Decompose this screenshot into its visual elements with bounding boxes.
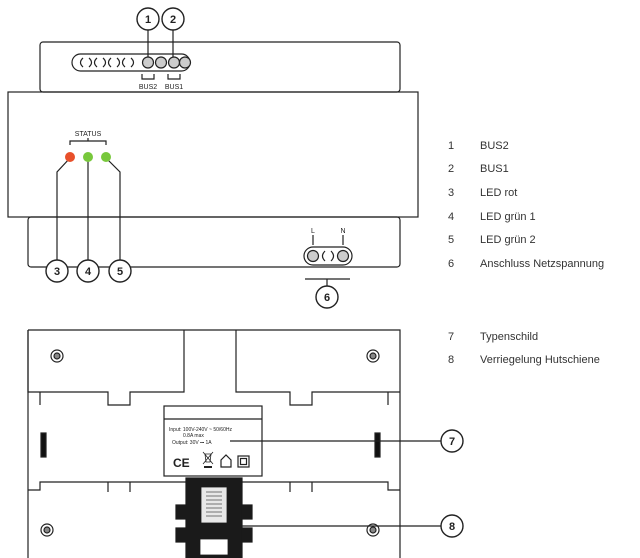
callout-6-circle [315,285,339,309]
callout-3: 3 [54,266,60,278]
nameplate-output: Output: 30V ⎓ 1A [172,440,212,446]
bottom-left-recess [28,481,189,558]
callout-1-circle [136,7,160,31]
callout-8: 8 [449,521,455,533]
mounting-screw [366,349,380,363]
callout-1: 1 [145,14,151,26]
legend-item: 4 LED grün 1 [448,205,604,229]
callout-8-circle [440,514,464,538]
legend-number: 5 [448,234,455,247]
legend-number: 4 [448,210,455,223]
mains-screw-n [336,249,350,263]
bus1-label: BUS1 [165,84,183,91]
legend-item: 3 LED rot [448,181,604,205]
callout-2: 2 [170,14,176,26]
callout-4-circle [76,259,100,283]
left-slot [40,432,47,458]
legend-label: BUS1 [480,163,509,176]
legend-label: Anschluss Netzspannung [480,257,605,270]
legend-label: Verriegelung Hutschiene [480,354,600,367]
status-label: STATUS [75,131,102,138]
nameplate-current: 0.8A max [183,433,204,439]
legend-number: 3 [448,186,455,199]
nameplate-input: Input: 100V-240V ~ 50/60Hz [169,427,232,433]
mounting-screw [366,523,380,537]
mounting-screw [50,349,64,363]
legend-item: 7 Typenschild [448,325,600,349]
bottom-right-recess [239,481,400,558]
terminal-screw [167,56,181,69]
callout-7: 7 [449,436,455,448]
terminal-slots [79,57,135,68]
legend-label: LED grün 2 [480,234,536,247]
callout-4: 4 [85,266,92,278]
callout-5-leader [105,157,121,262]
din-rail-latch [175,477,253,558]
bus1-bracket [167,74,181,80]
legend-label: LED rot [480,186,518,199]
class-ii-symbol [237,455,250,468]
indoor-use-icon [220,454,232,468]
callout-5: 5 [117,266,123,278]
bus2-label: BUS2 [139,84,157,91]
right-slot [374,432,381,458]
legend-label: LED grün 1 [480,210,536,223]
back-view [27,329,441,558]
terminal-screw [141,56,155,69]
legend-item: 8 Verriegelung Hutschiene [448,349,600,373]
bottom-module [27,216,401,268]
weee-bin-icon [202,451,214,468]
top-left-recess [27,330,185,406]
callout-6: 6 [324,292,330,304]
l-label: L [311,228,315,235]
terminal-screw [178,56,192,69]
legend-top: 1 BUS2 2 BUS1 3 LED rot 4 LED grün 1 5 LED gr… [448,134,604,276]
mains-terminal [303,246,353,266]
legend-item: 2 BUS1 [448,158,604,182]
callout-7-circle [440,429,464,453]
legend-number: 1 [448,139,455,152]
legend-label: BUS2 [480,139,509,152]
mounting-screw [40,523,54,537]
ce-mark: CE [173,456,190,470]
legend-number: 8 [448,354,455,367]
front-view [7,30,419,286]
n-label: N [340,228,345,235]
terminal-screw [154,56,168,69]
bus2-bracket [141,74,155,80]
legend-item: 5 LED grün 2 [448,228,604,252]
legend-number: 6 [448,257,455,270]
legend-number: 7 [448,330,455,343]
legend-item: 6 Anschluss Netzspannung [448,252,604,276]
led-red [65,152,75,162]
callout-5-circle [108,259,132,283]
mains-screw-l [306,249,320,263]
top-module [39,41,401,93]
callout-2-circle [161,7,185,31]
mains-terminal-slot [321,250,335,262]
legend-item: 1 BUS2 [448,134,604,158]
callout-3-circle [45,259,69,283]
legend-number: 2 [448,163,455,176]
legend-bottom: 7 Typenschild 8 Verriegelung Hutschiene [448,325,600,372]
legend-label: Typenschild [480,330,539,343]
status-bracket [69,138,107,145]
callout-3-leader [56,157,71,262]
top-right-recess [235,330,400,406]
led-green-2 [101,152,111,162]
led-green-1 [83,152,93,162]
